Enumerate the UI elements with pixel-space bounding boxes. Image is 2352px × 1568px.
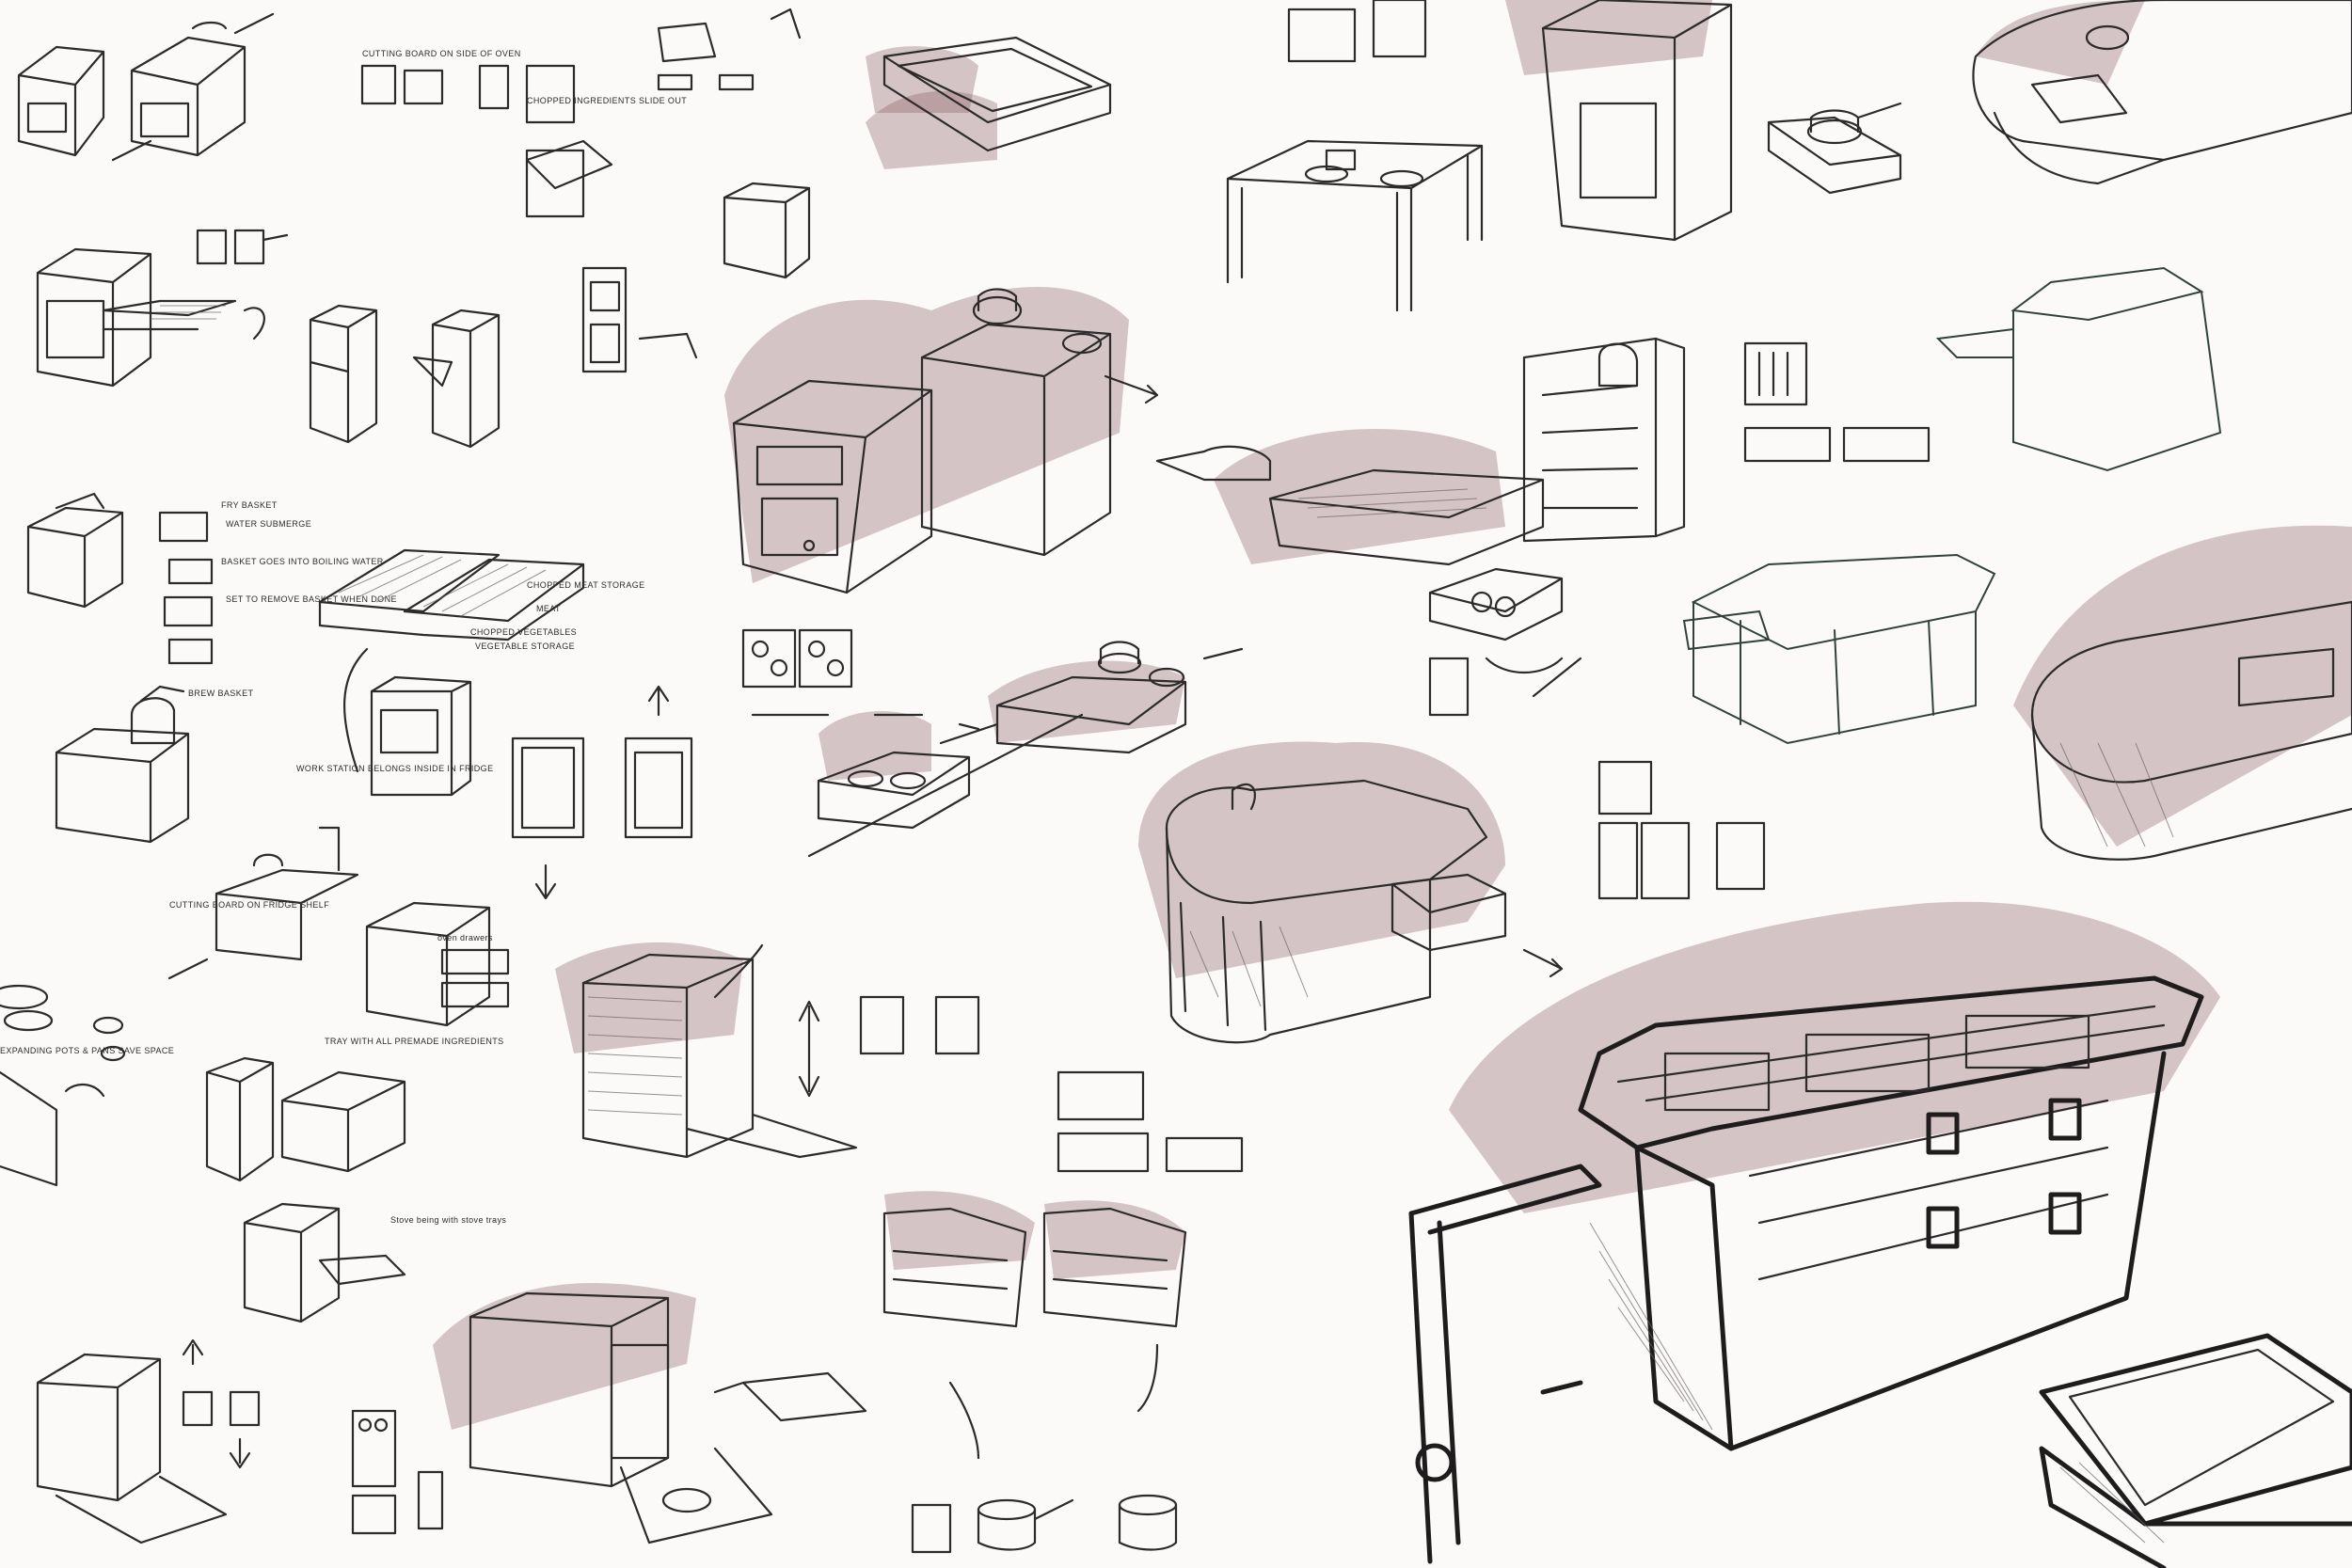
round-island-center <box>1165 779 1564 1044</box>
work-station-fridge-sketch: WORK STATION BELONGS INSIDE IN FRIDGE <box>296 675 494 797</box>
open-oven-center <box>469 1291 867 1544</box>
cabinet-sketch <box>581 266 698 373</box>
pan-drawer-sketch <box>1155 445 1582 717</box>
large-island-cart <box>1408 975 2204 1564</box>
sliding-trays-sketch: CHOPPED MEAT STORAGE CHOPPED VEGETABLES … <box>318 548 645 773</box>
sliding-cooktop-center <box>807 641 1244 858</box>
stove-sketch-top-left <box>17 12 275 162</box>
burner-plans-center <box>741 628 924 717</box>
open-fridges-sketch <box>511 685 693 900</box>
cutting-board-shelf-sketch: CUTTING BOARD ON FRIDGE SHELF <box>167 826 359 980</box>
note-cutting-board: CUTTING BOARD ON SIDE OF OVEN <box>362 49 521 58</box>
note-brew-basket: BREW BASKET <box>188 689 254 698</box>
oven-drawers-sketch: oven drawers <box>365 901 510 1027</box>
note-set-remove: SET TO REMOVE BASKET WHEN DONE <box>226 594 397 604</box>
island-right-mid <box>2030 600 2352 861</box>
cabinet-plans-right <box>1597 341 1931 900</box>
shelving-sketches <box>882 1207 1187 1554</box>
premade-tray-sketch: TRAY WITH ALL PREMADE INGREDIENTS <box>205 1037 504 1182</box>
pot-on-stove-sketch: BREW BASKET <box>55 685 254 844</box>
burner-icons-sketch <box>196 229 289 265</box>
note-chopped-meat: CHOPPED MEAT STORAGE <box>527 580 645 590</box>
note-meat: MEAT <box>536 604 561 613</box>
open-oven-bottom-left <box>36 1338 261 1544</box>
misc-rectangles-center <box>859 995 1244 1173</box>
stove-plan-sketch: CUTTING BOARD ON SIDE OF OVEN CHOPPED IN… <box>360 49 687 218</box>
note-water-submerge: WATER SUBMERGE <box>226 519 311 529</box>
stove-trays-sketch: Stove being with stove trays <box>243 1202 506 1323</box>
expanding-pots-sketch: EXPANDING POTS & PANS SAVE SPACE <box>0 984 174 1187</box>
note-basket-into-water: BASKET GOES INTO BOILING WATER <box>221 557 384 566</box>
note-chopped-veg: CHOPPED VEGETABLES <box>470 627 577 637</box>
note-stove-trays: Stove being with stove trays <box>390 1215 506 1225</box>
fry-basket-sketch: FRY BASKET WATER SUBMERGE BASKET GOES IN… <box>26 492 397 665</box>
serving-tray-top <box>657 8 1112 279</box>
marker-shadows <box>433 0 2352 1430</box>
fridge-door-open-sketch <box>1522 337 1686 543</box>
dishwasher-sketch <box>581 943 858 1159</box>
note-work-station: WORK STATION BELONGS INSIDE IN FRIDGE <box>296 764 494 773</box>
note-veg-storage: VEGETABLE STORAGE <box>475 641 575 651</box>
island-green-center <box>1682 553 1996 745</box>
fridge-sketch <box>309 304 501 449</box>
small-ovens-bottom-center <box>351 1409 444 1535</box>
note-fry-basket: FRY BASKET <box>221 500 278 510</box>
range-with-drawer-top <box>1287 0 1902 242</box>
note-oven-drawers: oven drawers <box>437 933 493 942</box>
island-top-right <box>1935 0 2352 472</box>
note-expanding-pots: EXPANDING POTS & PANS SAVE SPACE <box>0 1046 174 1055</box>
dining-table-sketch <box>1226 139 1484 312</box>
note-chopped-ingredients: CHOPPED INGREDIENTS SLIDE OUT <box>527 96 687 105</box>
tray-bottom-right <box>2039 1333 2352 1568</box>
note-tray-premade: TRAY WITH ALL PREMADE INGREDIENTS <box>325 1037 504 1046</box>
two-ovens-center <box>732 288 1159 594</box>
oven-with-tray-sketch <box>36 247 265 388</box>
note-cutting-board-fridge: CUTTING BOARD ON FRIDGE SHELF <box>169 900 329 910</box>
